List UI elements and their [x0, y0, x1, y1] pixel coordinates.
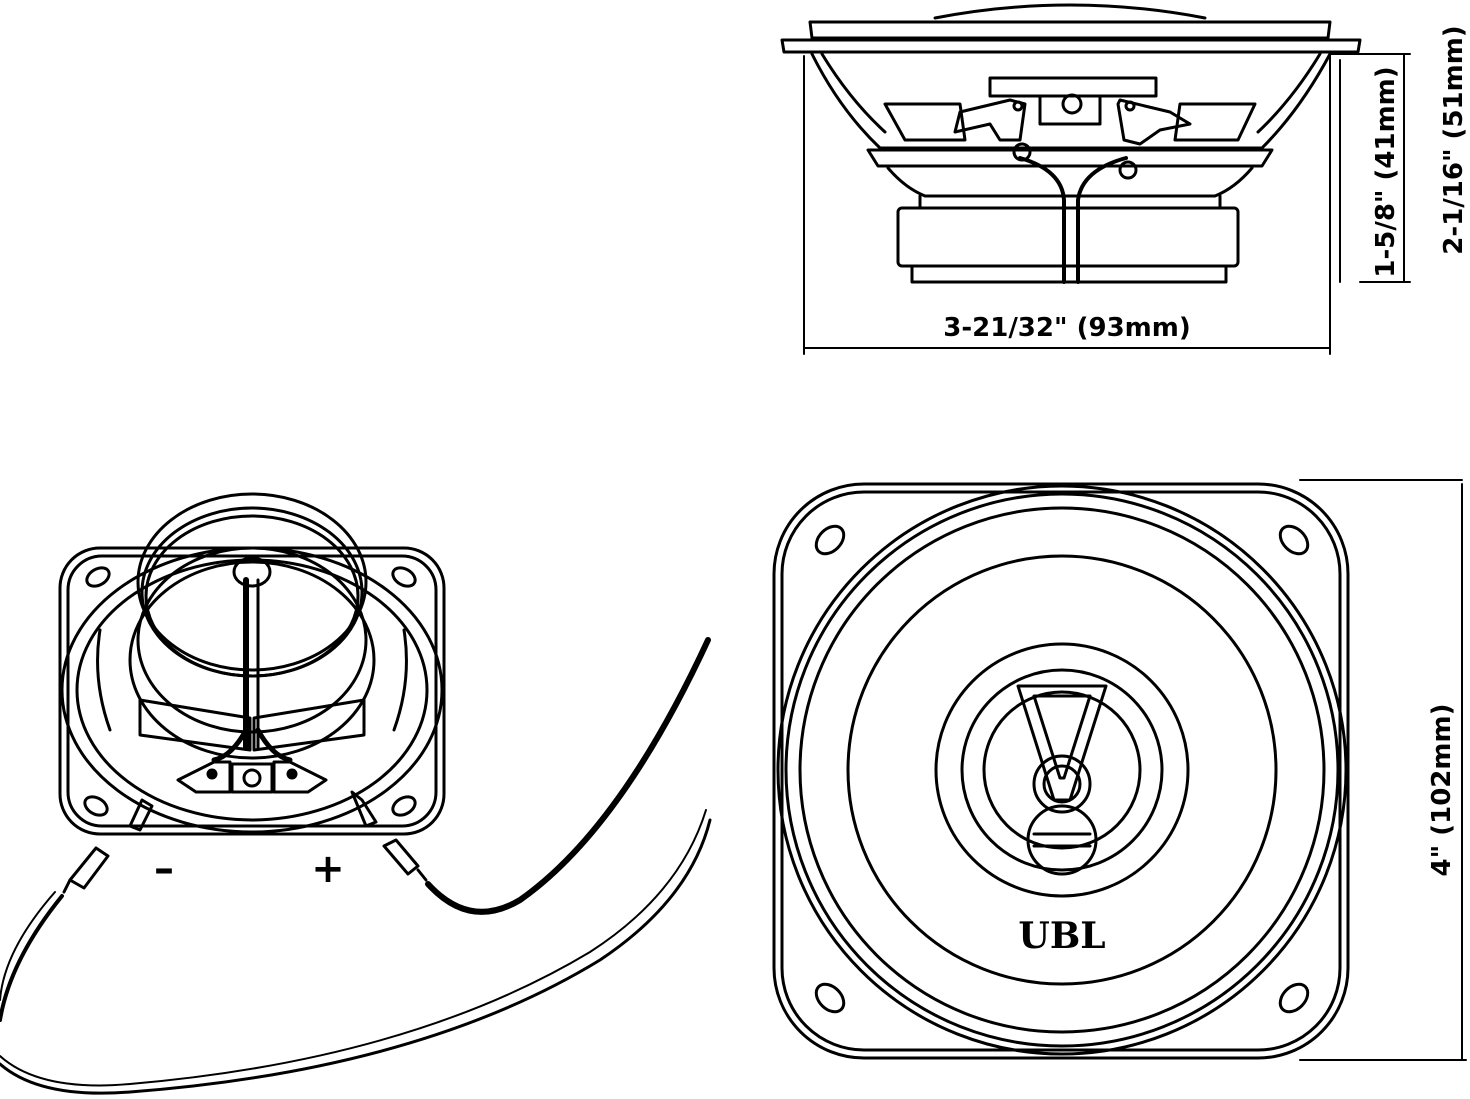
- speaker-front-view: [772, 479, 1467, 1061]
- speaker-rear-view: [0, 492, 712, 1095]
- dimension-depth-magnet-label: 1-5/8" (41mm): [1371, 66, 1401, 277]
- brand-logo-text: UBL: [1018, 915, 1105, 957]
- polarity-negative-label: –: [154, 846, 174, 892]
- speaker-side-view: [780, 3, 1411, 355]
- polarity-positive-label: +: [311, 846, 345, 892]
- dimension-depth-total-label: 2-1/16" (51mm): [1439, 25, 1469, 254]
- dimension-height-label: 4" (102mm): [1427, 704, 1457, 877]
- dimension-width-label: 3-21/32" (93mm): [943, 313, 1190, 343]
